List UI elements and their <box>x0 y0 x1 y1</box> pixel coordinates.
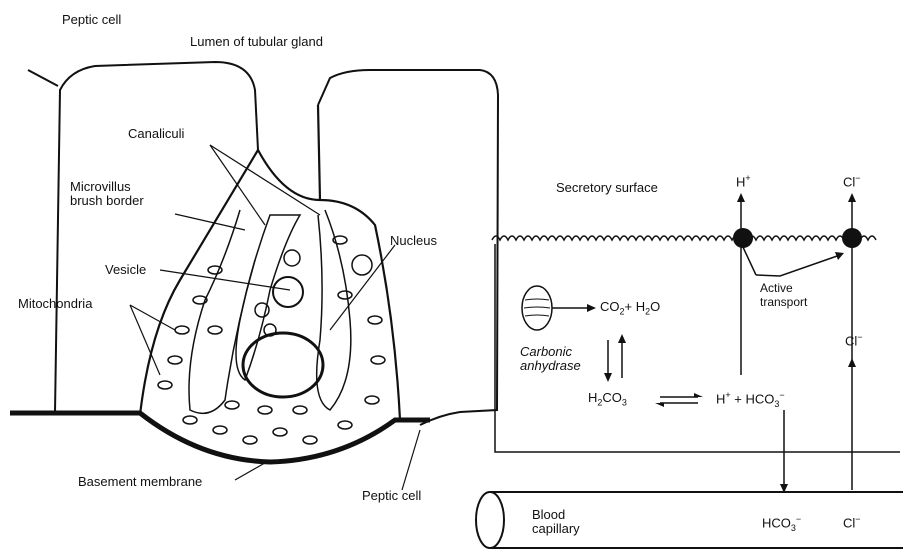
label-cl-top: Cl− <box>843 173 861 189</box>
label-blood-line2: capillary <box>532 522 580 536</box>
h-pump <box>733 228 753 248</box>
label-h-hco3: H+ + HCO3− <box>716 390 785 409</box>
label-microvillus-line2: brush border <box>70 194 144 208</box>
secretory-surface-wave <box>492 236 876 240</box>
label-carbonic-line1: Carbonic <box>520 345 581 359</box>
label-carbonic-anhydrase: Carbonic anhydrase <box>520 345 581 373</box>
label-basement-membrane: Basement membrane <box>78 474 202 489</box>
vesicle-shape <box>273 277 303 307</box>
label-canaliculi: Canaliculi <box>128 126 184 141</box>
label-carbonic-line2: anhydrase <box>520 359 581 373</box>
basement-membrane-line <box>10 413 430 462</box>
label-active-line2: transport <box>760 295 807 309</box>
label-peptic-cell-bottom: Peptic cell <box>362 488 421 503</box>
label-blood-line1: Blood <box>532 508 580 522</box>
label-microvillus: Microvillus brush border <box>70 180 144 208</box>
label-secretory-surface: Secretory surface <box>556 180 658 195</box>
nucleus-shape <box>243 333 323 397</box>
label-h-plus-top: H+ <box>736 173 751 189</box>
peptic-cell-left-outline <box>10 62 258 412</box>
label-cl-bottom: Cl− <box>843 514 861 530</box>
label-peptic-cell-top: Peptic cell <box>62 12 121 27</box>
label-nucleus: Nucleus <box>390 233 437 248</box>
parietal-cell-outline <box>140 105 400 420</box>
label-lumen: Lumen of tubular gland <box>190 34 323 49</box>
label-active-transport: Active transport <box>760 281 807 309</box>
label-hco3-bottom: HCO3− <box>762 514 801 533</box>
label-blood-capillary: Blood capillary <box>532 508 580 536</box>
cl-pump <box>842 228 862 248</box>
label-vesicle: Vesicle <box>105 262 146 277</box>
canaliculus-left <box>189 210 255 413</box>
label-active-line1: Active <box>760 281 807 295</box>
label-cl-mid: Cl− <box>845 332 863 348</box>
label-mitochondria: Mitochondria <box>18 296 92 311</box>
label-co2-h2o: CO2+ H2O <box>600 299 660 317</box>
label-microvillus-line1: Microvillus <box>70 180 144 194</box>
label-h2co3: H2CO3 <box>588 390 627 408</box>
